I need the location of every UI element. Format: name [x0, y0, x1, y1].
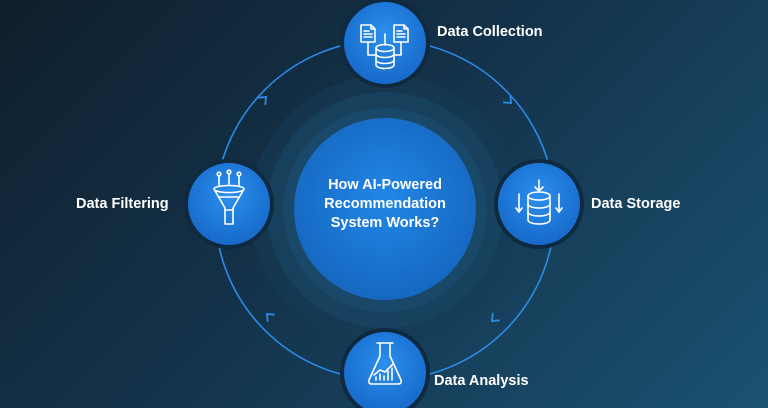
label-data-storage: Data Storage: [591, 196, 681, 212]
node-data-storage: [494, 159, 584, 249]
ring-arrow-bottom-right: [491, 313, 500, 322]
center-circle: [294, 118, 476, 300]
node-data-collection: [340, 0, 430, 88]
center-title-line-3: System Works?: [330, 215, 440, 231]
label-data-collection: Data Collection: [437, 24, 543, 40]
label-data-filtering: Data Filtering: [76, 196, 169, 212]
center-title-line-2: Recommendation: [324, 196, 446, 212]
center-title: How AI-Powered Recommendation System Wor…: [290, 176, 480, 233]
node-data-analysis: [340, 328, 430, 408]
center-title-line-1: How AI-Powered: [328, 177, 442, 193]
label-data-analysis: Data Analysis: [434, 373, 529, 389]
ring-arrow-bottom-left: [266, 313, 275, 322]
documents-database-icon: [360, 24, 409, 70]
flask-chart-icon: [368, 342, 402, 385]
ring-arrow-top-right: [503, 95, 512, 104]
database-arrows-icon: [515, 179, 563, 225]
node-data-filtering: [184, 159, 274, 249]
ring-arrow-top-left: [258, 96, 267, 105]
funnel-icon: [213, 169, 245, 225]
